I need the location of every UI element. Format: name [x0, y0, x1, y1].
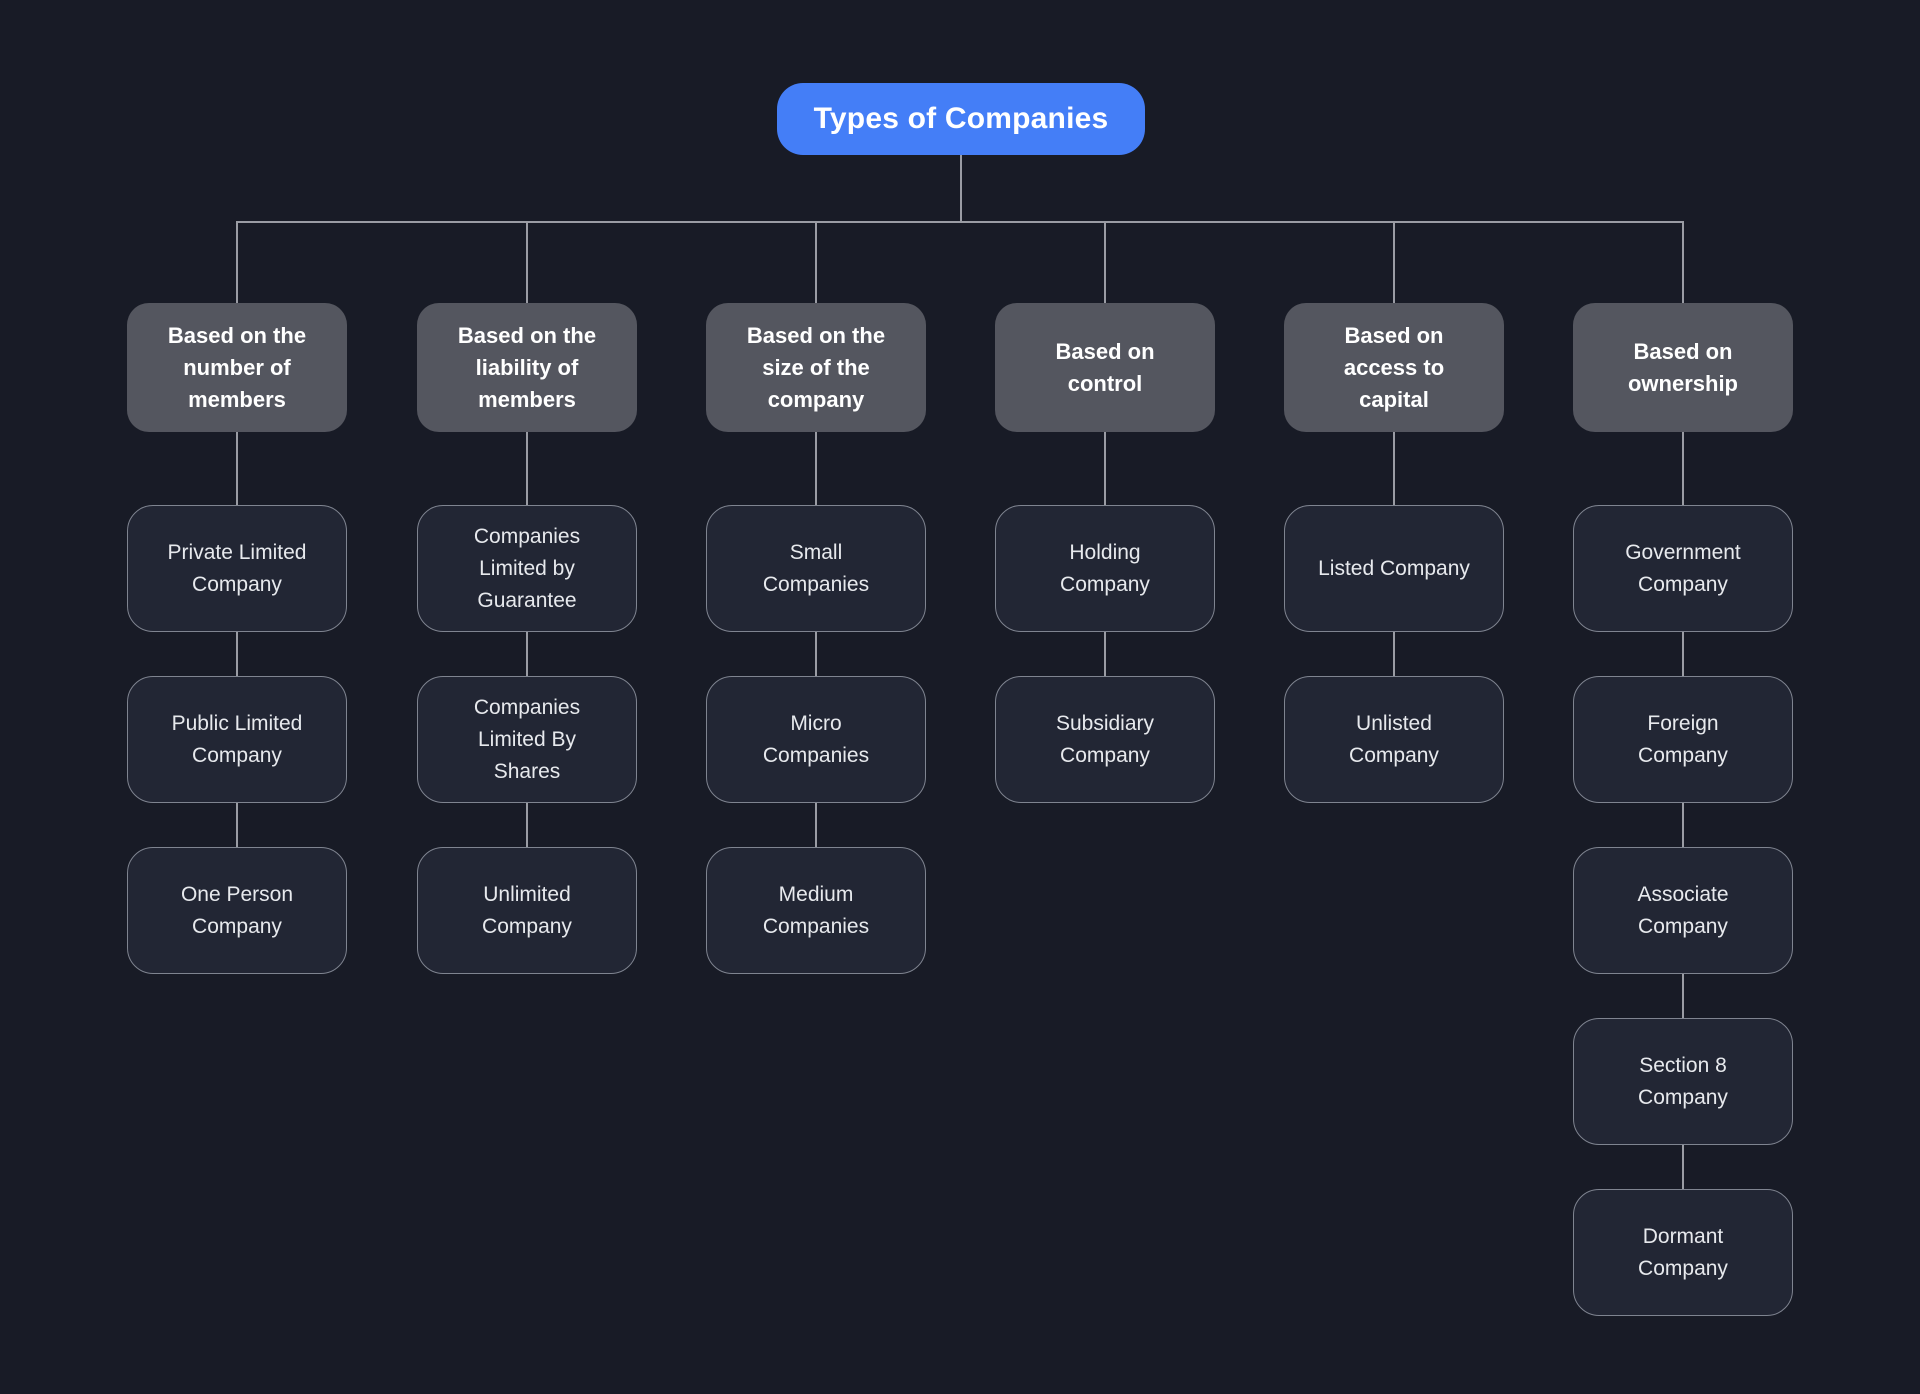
connector-drop-col6 [1682, 221, 1684, 303]
connector-gap [1682, 974, 1684, 1018]
category-node-number-of-members: Based on the number of members [127, 303, 347, 432]
node-companies-limited-by-shares: Companies Limited By Shares [417, 676, 637, 803]
connector-gap [815, 803, 817, 847]
node-government-company: Government Company [1573, 505, 1793, 632]
connector-drop-col3 [815, 221, 817, 303]
root-node: Types of Companies [777, 83, 1145, 155]
connector-cat-child-col3 [815, 432, 817, 505]
connector-root-stem [960, 155, 962, 223]
connector-gap [815, 632, 817, 676]
connector-cat-child-col1 [236, 432, 238, 505]
node-listed-company: Listed Company [1284, 505, 1504, 632]
connector-gap [1104, 632, 1106, 676]
connector-gap [526, 803, 528, 847]
connector-drop-col1 [236, 221, 238, 303]
node-micro-companies: Micro Companies [706, 676, 926, 803]
node-companies-limited-by-guarantee: Companies Limited by Guarantee [417, 505, 637, 632]
connector-cat-child-col4 [1104, 432, 1106, 505]
connector-drop-col4 [1104, 221, 1106, 303]
category-node-liability-of-members: Based on the liability of members [417, 303, 637, 432]
node-private-limited-company: Private Limited Company [127, 505, 347, 632]
connector-gap [1393, 632, 1395, 676]
category-node-size-of-company: Based on the size of the company [706, 303, 926, 432]
node-medium-companies: Medium Companies [706, 847, 926, 974]
node-public-limited-company: Public Limited Company [127, 676, 347, 803]
category-node-control: Based on control [995, 303, 1215, 432]
node-subsidiary-company: Subsidiary Company [995, 676, 1215, 803]
connector-gap [1682, 632, 1684, 676]
connector-cat-child-col6 [1682, 432, 1684, 505]
connector-gap [236, 803, 238, 847]
connector-gap [236, 632, 238, 676]
connector-gap [1682, 1145, 1684, 1189]
node-unlisted-company: Unlisted Company [1284, 676, 1504, 803]
node-one-person-company: One Person Company [127, 847, 347, 974]
connector-cat-child-col5 [1393, 432, 1395, 505]
category-node-access-to-capital: Based on access to capital [1284, 303, 1504, 432]
connector-drop-col5 [1393, 221, 1395, 303]
connector-cat-child-col2 [526, 432, 528, 505]
node-small-companies: Small Companies [706, 505, 926, 632]
node-dormant-company: Dormant Company [1573, 1189, 1793, 1316]
node-unlimited-company: Unlimited Company [417, 847, 637, 974]
connector-drop-col2 [526, 221, 528, 303]
category-node-ownership: Based on ownership [1573, 303, 1793, 432]
node-holding-company: Holding Company [995, 505, 1215, 632]
connector-gap [1682, 803, 1684, 847]
connector-gap [526, 632, 528, 676]
connector-horizontal-bar [236, 221, 1684, 223]
node-section-8-company: Section 8 Company [1573, 1018, 1793, 1145]
node-foreign-company: Foreign Company [1573, 676, 1793, 803]
node-associate-company: Associate Company [1573, 847, 1793, 974]
